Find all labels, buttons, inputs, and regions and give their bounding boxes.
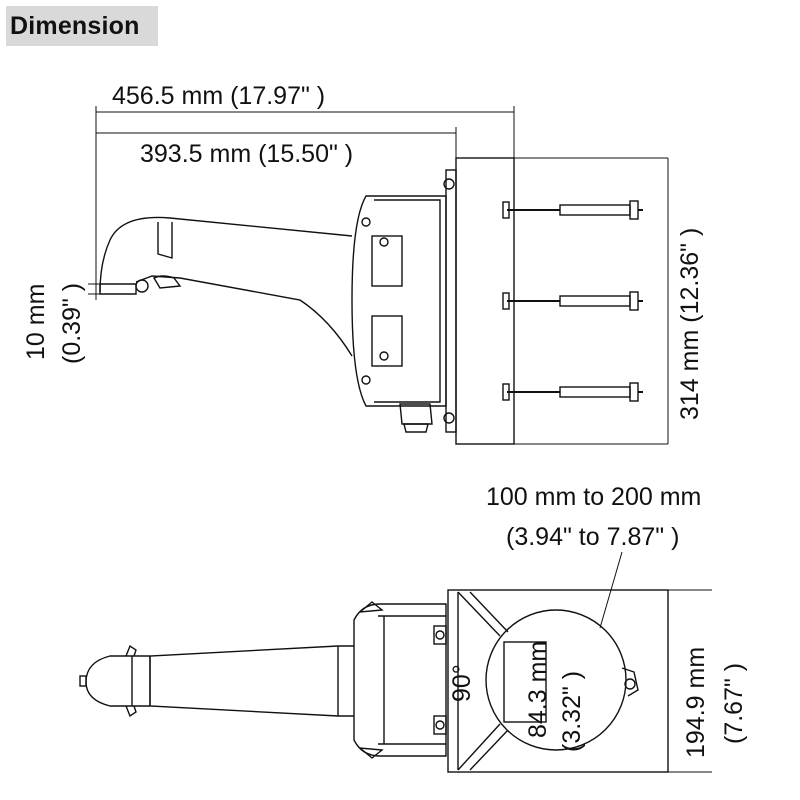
pole-bolt-bottom xyxy=(502,382,643,402)
junction-box xyxy=(351,195,447,433)
side-view-drawing: 456.5 mm (17.97" ) 393.5 mm (15.50" ) 31… xyxy=(22,82,704,445)
bracket-arm-bottom xyxy=(79,644,354,718)
bracket-arm xyxy=(99,216,353,357)
section-title: Dimension xyxy=(10,12,140,40)
tip-dimension: 10 mm (0.39" ) xyxy=(22,283,100,364)
pole-range-line2: (3.94" to 7.87" ) xyxy=(506,523,679,551)
arm-length-dimension: 393.5 mm (15.50" ) xyxy=(96,127,457,168)
junction-box-bottom xyxy=(353,601,447,759)
bottom-view-drawing: 100 mm to 200 mm (3.94" to 7.87" ) 90° 8… xyxy=(79,483,748,773)
mounting-plate xyxy=(455,157,515,445)
pole-plate xyxy=(447,589,669,773)
pole-range-line1: 100 mm to 200 mm xyxy=(486,483,701,511)
overall-length-label: 456.5 mm (17.97" ) xyxy=(112,82,325,110)
height-label: 314 mm (12.36" ) xyxy=(676,228,704,420)
angle-label: 90° xyxy=(448,664,476,702)
tip-in-label: (0.39" ) xyxy=(58,283,86,364)
tip-mm-label: 10 mm xyxy=(22,284,50,360)
arm-length-label: 393.5 mm (15.50" ) xyxy=(140,140,353,168)
width-in-label: (7.67" ) xyxy=(720,663,748,744)
inner-in-label: (3.32" ) xyxy=(558,671,586,752)
section-header: Dimension xyxy=(6,6,158,46)
pole-bolt-middle xyxy=(502,291,643,311)
pole-bolt-top xyxy=(502,200,643,220)
height-dimension: 314 mm (12.36" ) xyxy=(667,158,704,444)
inner-mm-label: 84.3 mm xyxy=(524,641,552,738)
width-mm-label: 194.9 mm xyxy=(682,647,710,758)
overall-length-dimension: 456.5 mm (17.97" ) xyxy=(95,82,515,300)
